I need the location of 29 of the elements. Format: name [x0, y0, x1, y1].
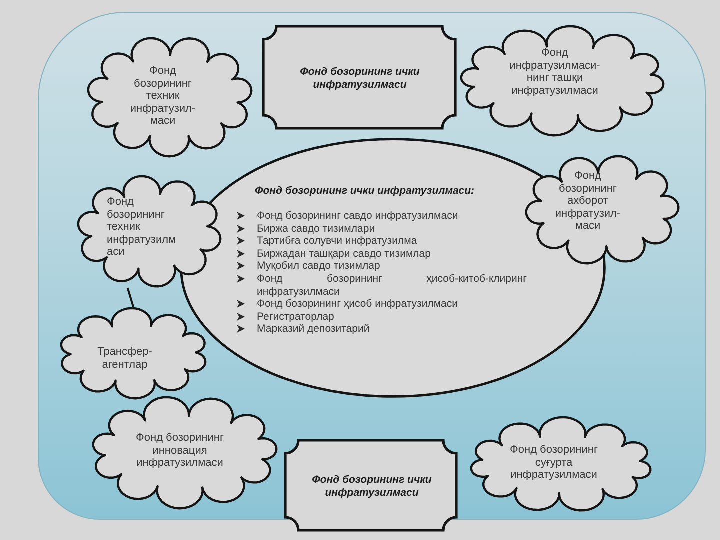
ellipse-heading: Фонд бозорининг ички инфратузилмаси:: [255, 185, 475, 198]
cloud-shape: [92, 396, 278, 510]
cloud-label: Фонд бозорининг инновация инфратузилмаси: [135, 432, 225, 470]
cloud-shape: [460, 25, 665, 137]
cloud-shape: [77, 175, 222, 288]
cloud-label: Фонд бозорининг техник инфратузилм аси: [107, 196, 178, 259]
plaque-title: Фонд бозорининг ички инфратузилмаси: [311, 474, 433, 500]
cloud-label: Фонд бозорининг техник инфратузил- маси: [129, 65, 197, 128]
cloud-label: Фонд инфратузилмаси- нинг ташқи инфратузилмаси: [508, 47, 602, 98]
cloud-shape: [470, 416, 652, 512]
cloud-label: Фонд бозорининг суғурта инфратузилмаси: [509, 444, 599, 482]
cloud-label: Трансфер- агентлар: [96, 346, 154, 372]
plaque-title: Фонд бозорининг ички инфратузилмаси: [299, 66, 421, 92]
cloud-shape: [60, 307, 207, 400]
cloud-shape: [525, 155, 680, 265]
list-item-text: Марказий депозитарий: [257, 323, 371, 336]
plaque-frame: [262, 25, 457, 130]
list-item-text: Биржа савдо тизимлари: [257, 222, 376, 236]
list-item-text: Муқобил савдо тизимлар: [257, 260, 382, 273]
list-item-text: Тартибға солувчи инфратузилма: [257, 235, 418, 248]
cloud-label: Фонд бозорининг ахборот инфратузил- маси: [554, 170, 622, 233]
list-item-text: Регистраторлар: [257, 310, 336, 324]
cloud-shape: [87, 37, 253, 158]
plaque-frame: [284, 439, 458, 532]
list-item-text: Биржадан ташқари савдо тизимлар: [257, 248, 432, 260]
list-item-text: Фонд бозорининг ҳисоб инфратузилмаси: [257, 298, 460, 311]
list-item-text: Фонд бозорининг ҳисоб-китоб-клиринг инфратузилмаси: [257, 272, 527, 298]
list-item-text: Фонд бозорининг савдо инфратузилмаси: [257, 210, 460, 223]
connector-line: [126, 288, 134, 308]
